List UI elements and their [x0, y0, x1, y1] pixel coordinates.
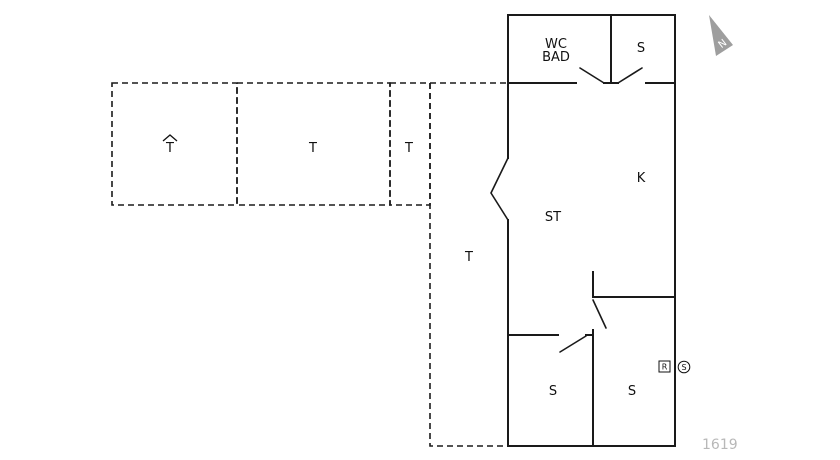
- terrace-side-outline-bottom: [429, 83, 508, 447]
- terrace-covered-outline: [111, 82, 238, 206]
- r-box-icon: [658, 360, 671, 373]
- label-terrace-middle: T: [308, 141, 317, 156]
- label-storage-top: S: [637, 41, 645, 56]
- label-storage-bottom-left: S: [549, 384, 557, 399]
- north-compass-icon: N: [709, 15, 733, 56]
- label-living: ST: [545, 210, 561, 225]
- bedroom-left-door: [559, 335, 587, 353]
- bedroom-right-door: [592, 299, 607, 329]
- room-labels: WC BAD S K ST S S T T T T: [165, 37, 646, 399]
- label-bad: BAD: [542, 50, 570, 65]
- entrance-door: [490, 157, 509, 221]
- terrace-outlines: [111, 82, 508, 447]
- s-circle-label: S: [681, 363, 686, 372]
- label-kitchen: K: [637, 171, 646, 186]
- north-arrow-shape: [709, 15, 733, 56]
- main-west-wall-lower: [507, 82, 676, 447]
- annex-wall: [507, 14, 676, 84]
- wc-door: [579, 67, 605, 84]
- walls: [507, 14, 676, 447]
- s-circle-icon: [677, 360, 691, 374]
- doors: [490, 67, 643, 353]
- appliance-symbols: R S: [658, 360, 691, 374]
- roof-icon: [162, 134, 178, 142]
- label-wc: WC: [545, 37, 567, 52]
- label-terrace-narrow: T: [404, 141, 413, 156]
- label-terrace-covered: T: [165, 141, 174, 156]
- reference-number: 1619: [702, 437, 738, 453]
- label-storage-bottom-right: S: [628, 384, 636, 399]
- storage-door: [617, 67, 643, 84]
- r-box-label: R: [662, 363, 668, 372]
- label-terrace-side: T: [464, 250, 473, 265]
